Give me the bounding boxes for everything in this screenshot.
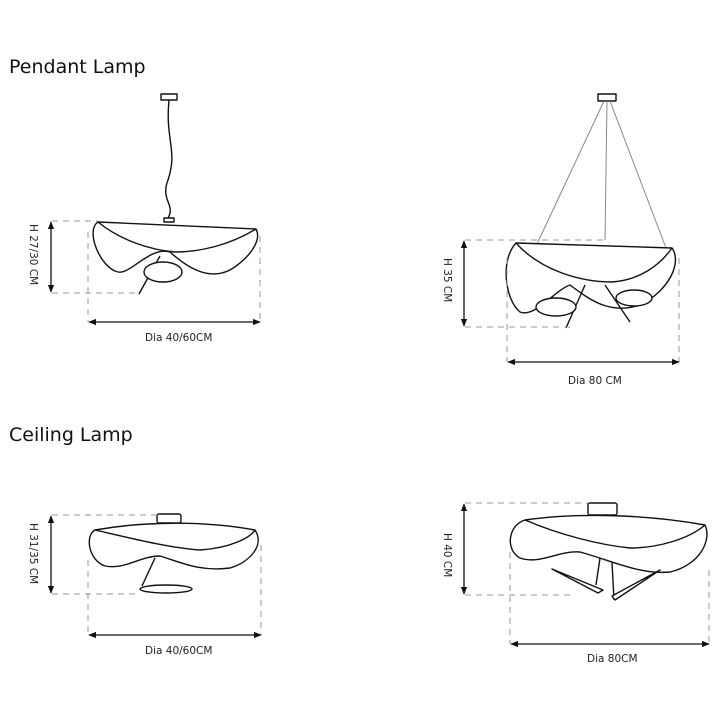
height-label: H 31/35 CM <box>27 523 39 584</box>
ceiling-lamp-large-drawing <box>509 502 708 601</box>
pendant-large-dimensions: H 35 CM Dia 80 CM <box>441 239 680 387</box>
diameter-label: Dia 80CM <box>587 653 638 665</box>
height-label: H 35 CM <box>441 258 453 302</box>
section-title-ceiling: Ceiling Lamp <box>9 424 133 446</box>
height-label: H 40 CM <box>441 533 453 577</box>
pendant-lamp-small-drawing <box>92 93 259 295</box>
section-title-pendant: Pendant Lamp <box>9 56 146 78</box>
diameter-label: Dia 80 CM <box>568 375 622 387</box>
diameter-label: Dia 40/60CM <box>145 645 212 657</box>
ceiling-large-dimensions: H 40 CM Dia 80CM <box>441 502 710 665</box>
pendant-lamp-large-drawing <box>505 93 677 329</box>
diameter-label: Dia 40/60CM <box>145 332 212 344</box>
ceiling-lamp-small-drawing <box>88 513 259 594</box>
ceiling-small-dimensions: H 31/35 CM Dia 40/60CM <box>27 514 262 657</box>
height-label: H 27/30 CM <box>27 224 39 285</box>
pendant-small-dimensions: H 27/30 CM Dia 40/60CM <box>27 220 261 344</box>
